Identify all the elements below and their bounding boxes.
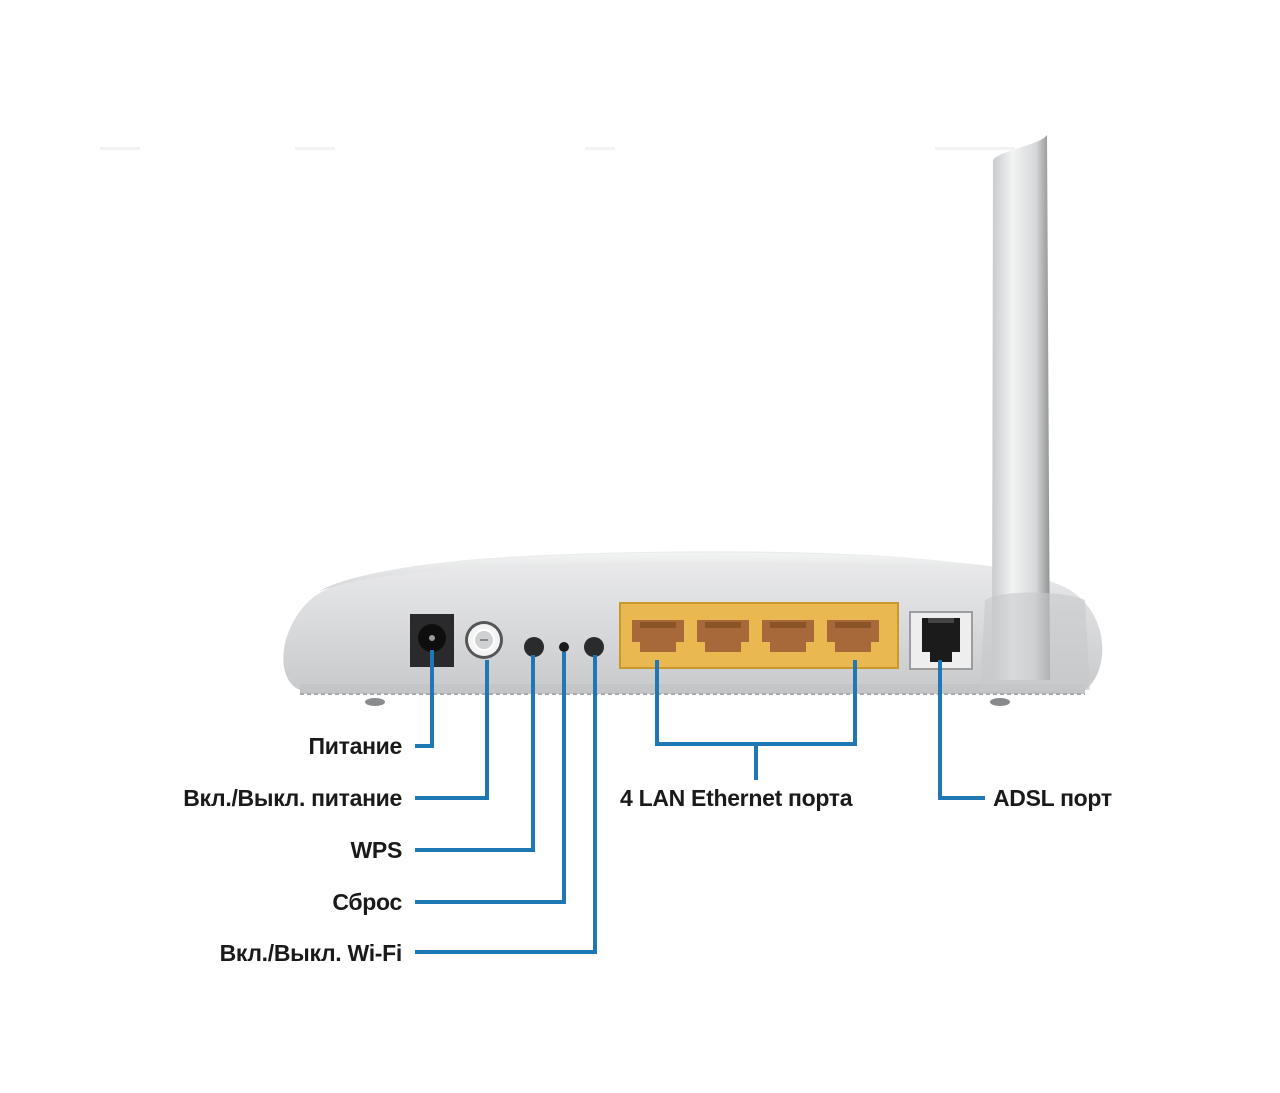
lan-port-3: [762, 620, 814, 652]
wps-button: [524, 637, 544, 657]
label-wps: WPS: [350, 837, 403, 863]
wifi-switch: [584, 637, 604, 657]
power-switch: [465, 621, 503, 659]
leader-wps: [415, 655, 535, 852]
lan-port-1: [632, 620, 684, 652]
rubber-foot-left: [365, 698, 385, 706]
reset-button: [559, 642, 569, 652]
leader-power: [415, 650, 434, 748]
leader-lines: [415, 650, 985, 954]
lan-ports: [619, 602, 899, 669]
label-lan-ports: 4 LAN Ethernet порта: [620, 785, 853, 811]
label-power: Питание: [308, 733, 403, 759]
lan-port-2: [697, 620, 749, 652]
label-power-switch: Вкл./Выкл. питание: [183, 785, 402, 811]
leader-adsl: [938, 660, 985, 800]
adsl-port: [909, 611, 973, 670]
background-streaks: [100, 147, 1015, 150]
label-reset: Сброс: [332, 889, 402, 915]
label-adsl-port: ADSL порт: [993, 785, 1112, 811]
label-wifi-switch: Вкл./Выкл. Wi-Fi: [219, 940, 403, 966]
rubber-foot-right: [990, 698, 1010, 706]
leader-power-switch: [415, 660, 489, 800]
lan-port-4: [827, 620, 879, 652]
leader-reset: [415, 652, 566, 904]
antenna: [980, 135, 1090, 690]
leader-wifi: [415, 655, 597, 954]
